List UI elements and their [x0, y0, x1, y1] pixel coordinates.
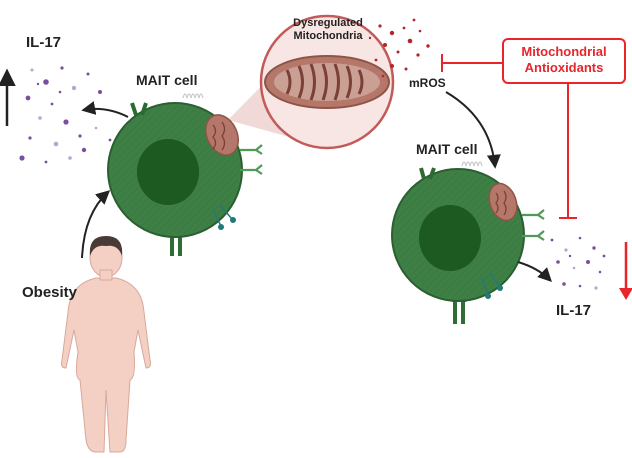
- il17-label-top: IL-17: [26, 34, 62, 51]
- inhibition-lines: [441, 54, 577, 219]
- mitochondria-inset: [259, 14, 395, 150]
- dysregulated-mitochondria-label: Dysregulated Mitochondria: [293, 17, 363, 42]
- mait-cell-left: [107, 93, 263, 256]
- mait-cell-label-left: MAIT cell: [136, 72, 198, 88]
- il17-label-bottom: IL-17: [556, 302, 592, 319]
- antioxidants-box: [502, 38, 626, 84]
- mait-cell-right: [391, 161, 545, 324]
- arrow-obesity-to-cell: [81, 190, 111, 259]
- mitochondrial-antioxidants-label: Mitochondrial Antioxidants: [521, 44, 607, 75]
- obesity-label: Obesity: [22, 284, 78, 301]
- cytokine-dots-left: [19, 66, 112, 164]
- arrow-cell-to-il17-right: [517, 261, 552, 282]
- cytokine-dots-right: [546, 236, 606, 290]
- arrow-cell-to-il17: [81, 101, 129, 118]
- arrow-mros-to-cell: [445, 91, 501, 169]
- mros-dots: [368, 18, 430, 78]
- hair: [89, 236, 123, 256]
- mait-cell-label-right: MAIT cell: [416, 141, 478, 157]
- human-figure-icon: [61, 238, 151, 453]
- mitochondria-icon: [488, 182, 518, 222]
- mros-label: mROS: [409, 76, 446, 90]
